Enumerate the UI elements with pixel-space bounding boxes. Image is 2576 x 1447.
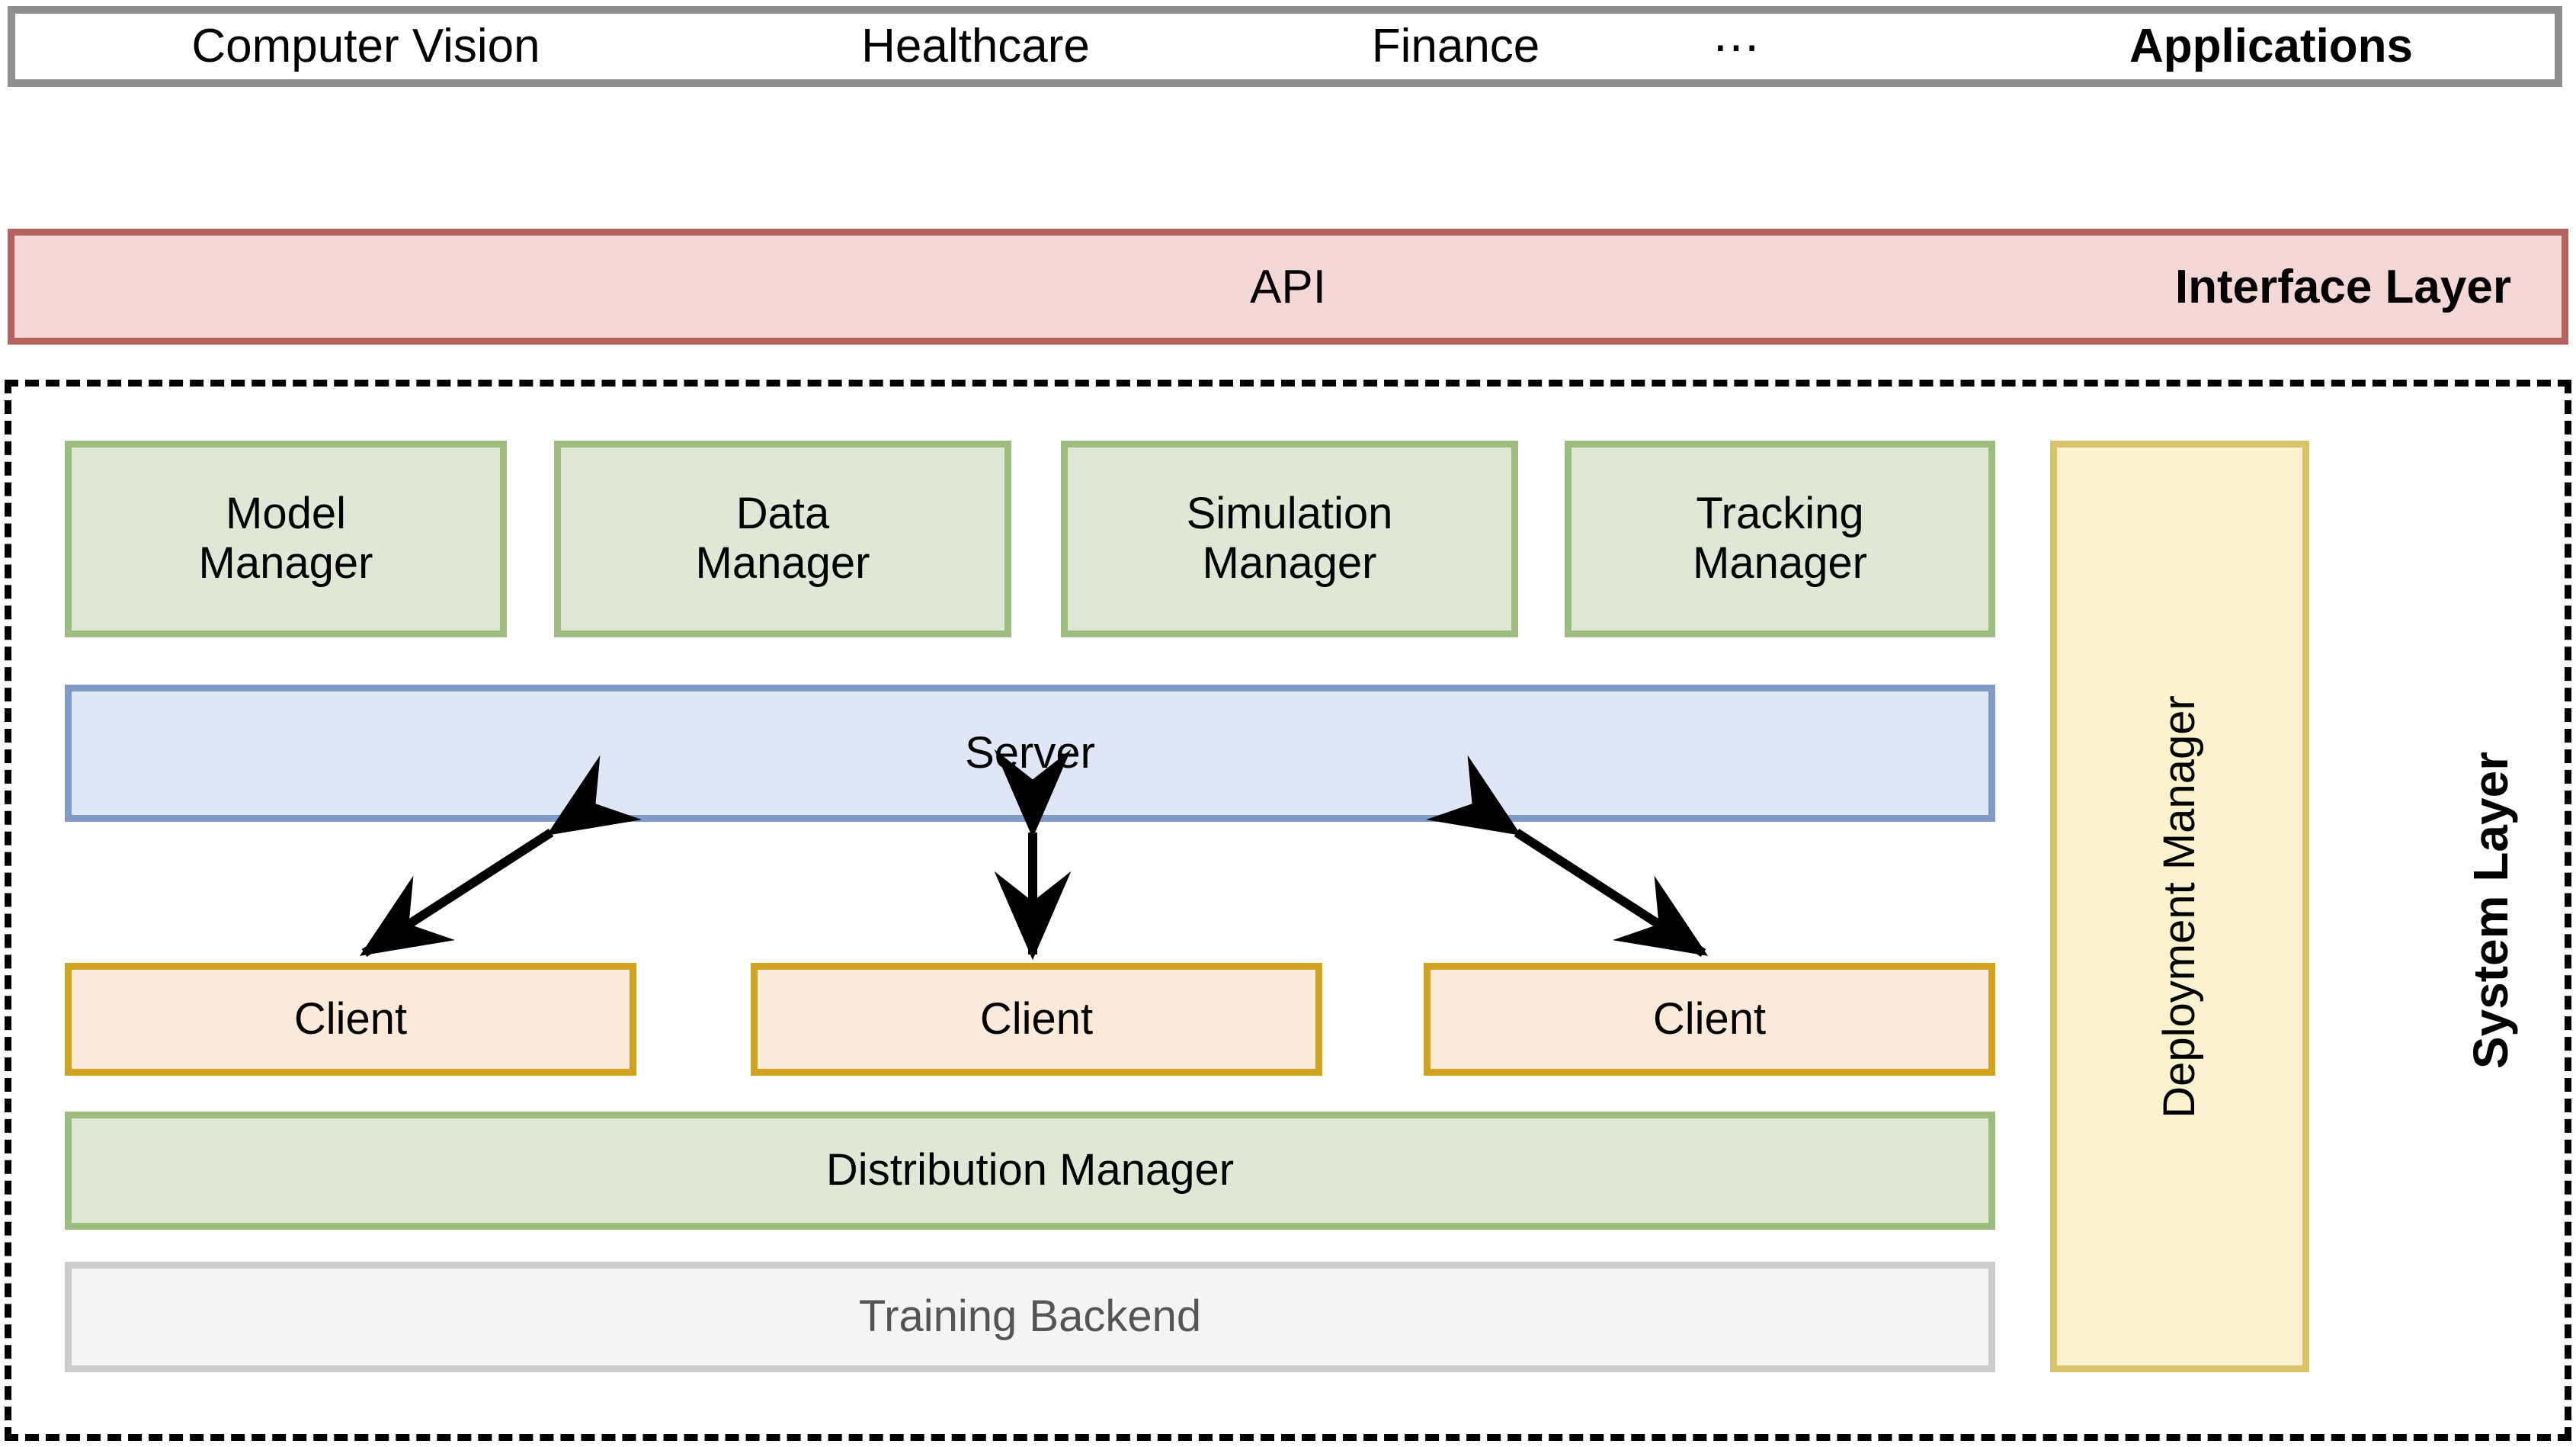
node-data-manager-label: Data Manager	[696, 489, 870, 589]
node-server[interactable]: Server	[65, 685, 1995, 822]
node-simulation-manager-line1: Simulation	[1186, 489, 1393, 539]
api-label: API	[1250, 260, 1326, 313]
node-client-1[interactable]: Client	[65, 963, 636, 1076]
system-layer-label-wrapper: System Layer	[2433, 387, 2548, 1434]
node-client-2-label: Client	[979, 993, 1094, 1044]
applications-ellipsis-icon: ⋯	[1713, 21, 1763, 74]
node-model-manager-label: Model Manager	[199, 489, 373, 589]
node-distribution-manager-label: Distribution Manager	[825, 1145, 1235, 1195]
node-tracking-manager-label: Tracking Manager	[1693, 489, 1867, 589]
node-client-1-label: Client	[293, 993, 408, 1044]
node-distribution-manager[interactable]: Distribution Manager	[65, 1112, 1995, 1230]
node-server-label: Server	[965, 727, 1095, 778]
application-item-finance: Finance	[1371, 20, 1540, 72]
node-simulation-manager-line2: Manager	[1202, 538, 1377, 588]
interface-layer-container: API Interface Layer	[8, 229, 2568, 345]
node-training-backend[interactable]: Training Backend	[65, 1262, 1995, 1372]
application-item-computer-vision: Computer Vision	[191, 20, 540, 72]
node-tracking-manager-line1: Tracking	[1696, 489, 1864, 539]
node-training-backend-label: Training Backend	[858, 1291, 1202, 1342]
node-client-3-label: Client	[1652, 993, 1767, 1044]
node-data-manager[interactable]: Data Manager	[554, 441, 1011, 637]
node-client-2[interactable]: Client	[751, 963, 1322, 1076]
node-client-3[interactable]: Client	[1424, 963, 1995, 1076]
node-data-manager-line2: Manager	[695, 538, 870, 588]
node-tracking-manager[interactable]: Tracking Manager	[1565, 441, 1995, 637]
applications-container: Computer Vision Healthcare Finance ⋯ App…	[8, 6, 2562, 87]
node-simulation-manager-label: Simulation Manager	[1187, 489, 1393, 589]
node-deployment-manager[interactable]: Deployment Manager	[2050, 441, 2309, 1372]
node-deployment-manager-label: Deployment Manager	[2154, 695, 2204, 1118]
node-model-manager-line2: Manager	[198, 538, 373, 588]
interface-layer-label: Interface Layer	[2174, 260, 2511, 313]
node-model-manager[interactable]: Model Manager	[65, 441, 507, 637]
system-layer-label: System Layer	[2463, 751, 2518, 1070]
node-model-manager-line1: Model	[226, 489, 346, 539]
node-data-manager-line1: Data	[735, 489, 830, 539]
application-item-healthcare: Healthcare	[861, 20, 1090, 72]
node-simulation-manager[interactable]: Simulation Manager	[1061, 441, 1518, 637]
applications-layer-label: Applications	[2129, 20, 2414, 72]
node-tracking-manager-line2: Manager	[1693, 538, 1867, 588]
